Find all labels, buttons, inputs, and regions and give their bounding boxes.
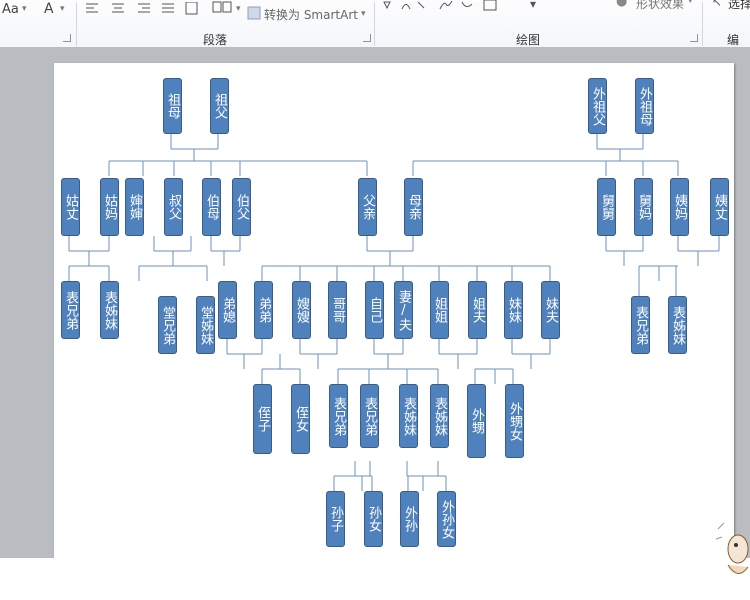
- dialog-launcher-icon[interactable]: [690, 34, 698, 42]
- cursor-icon: ↖: [712, 0, 723, 9]
- node-meifu[interactable]: 妹夫: [541, 281, 560, 339]
- node-maternal-grandfather[interactable]: 外祖父: [588, 78, 607, 134]
- node-tang-brothers[interactable]: 堂兄弟: [158, 296, 177, 354]
- node-bomu[interactable]: 伯母: [202, 178, 221, 236]
- select-button[interactable]: 选择: [728, 0, 750, 11]
- shape-effects-button[interactable]: 形状效果: [636, 0, 685, 11]
- node-mother[interactable]: 母亲: [404, 178, 423, 236]
- node-waisunnv[interactable]: 外孙女: [437, 491, 456, 547]
- node-father[interactable]: 父亲: [358, 178, 377, 236]
- ribbon: Aa ▾ A ▾ ▾ 转换为 SmartArt ▾ 段落 ▾: [0, 0, 750, 64]
- node-jiefu[interactable]: 姐夫: [468, 281, 487, 339]
- chevron-down-icon[interactable]: ▾: [236, 4, 241, 14]
- dialog-launcher-icon[interactable]: [63, 34, 71, 42]
- drawing-group-label: 绘图: [516, 33, 541, 47]
- group-separator: [702, 2, 703, 46]
- node-yima[interactable]: 姨妈: [670, 178, 689, 236]
- node-nephew[interactable]: 侄子: [253, 384, 272, 454]
- node-waishengnv[interactable]: 外甥女: [505, 384, 524, 458]
- node-shufu[interactable]: 叔父: [164, 178, 183, 236]
- chevron-down-icon[interactable]: ▾: [688, 0, 693, 6]
- node-jiejie[interactable]: 姐姐: [430, 281, 449, 339]
- connector-lines: [68, 134, 720, 491]
- chevron-down-icon[interactable]: ▾: [361, 9, 366, 19]
- paragraph-group-label: 段落: [203, 33, 228, 47]
- node-didi[interactable]: 弟弟: [254, 281, 273, 339]
- node-cousin-male-right[interactable]: 表兄弟: [631, 296, 650, 354]
- node-yizhang[interactable]: 姨丈: [710, 178, 729, 236]
- node-saosao[interactable]: 嫂嫂: [292, 281, 311, 339]
- columns-icon[interactable]: [212, 1, 234, 15]
- align-icons[interactable]: [86, 2, 206, 16]
- node-waisheng[interactable]: 外甥: [467, 384, 486, 458]
- chevron-down-icon[interactable]: ▾: [22, 4, 27, 14]
- node-cousin-male-left[interactable]: 表兄弟: [61, 281, 80, 339]
- node-child-cousin-4[interactable]: 表姊妹: [430, 384, 449, 448]
- node-paternal-grandfather[interactable]: 祖父: [210, 78, 229, 134]
- node-child-cousin-1[interactable]: 表兄弟: [329, 384, 348, 448]
- node-jiuma[interactable]: 舅妈: [634, 178, 653, 236]
- node-bofu[interactable]: 伯父: [232, 178, 251, 236]
- node-cousin-female-right[interactable]: 表姊妹: [668, 296, 687, 354]
- node-niece[interactable]: 侄女: [291, 384, 310, 454]
- group-separator: [374, 2, 375, 46]
- mascot-icon: [715, 522, 749, 574]
- node-shenshen[interactable]: 婶婶: [125, 178, 144, 236]
- node-maternal-grandmother[interactable]: 外祖母: [635, 78, 654, 134]
- shape-effects-icon: ●: [616, 0, 628, 9]
- node-cousin-female-left[interactable]: 表姊妹: [100, 281, 119, 339]
- node-child-cousin-3[interactable]: 表姊妹: [399, 384, 418, 448]
- document-page[interactable]: 祖母 祖父 外祖父 外祖母 姑丈 姑妈 婶婶 叔父 伯母 伯父 父亲 母亲 舅舅…: [54, 63, 734, 558]
- shapes-gallery-icon[interactable]: [380, 0, 520, 14]
- node-meimei[interactable]: 妹妹: [504, 281, 523, 339]
- node-dixi[interactable]: 弟媳: [218, 281, 237, 339]
- node-waisun[interactable]: 外孙: [400, 491, 419, 547]
- chevron-down-icon[interactable]: ▾: [60, 4, 65, 14]
- smartart-icon: [247, 6, 261, 20]
- node-guzhang[interactable]: 姑丈: [61, 178, 80, 236]
- node-self[interactable]: 自己: [365, 281, 384, 339]
- node-gege[interactable]: 哥哥: [328, 281, 347, 339]
- node-paternal-grandmother[interactable]: 祖母: [163, 78, 182, 134]
- node-child-cousin-2[interactable]: 表兄弟: [360, 384, 379, 448]
- convert-smartart-button[interactable]: 转换为 SmartArt: [264, 8, 358, 22]
- change-case-button[interactable]: Aa: [2, 2, 19, 17]
- node-spouse[interactable]: 妻/夫: [394, 281, 413, 339]
- node-sunzi[interactable]: 孙子: [326, 491, 345, 547]
- bottom-strip: [0, 558, 750, 600]
- arrange-button[interactable]: ▾: [530, 0, 537, 11]
- group-separator: [76, 2, 77, 46]
- node-guma[interactable]: 姑妈: [100, 178, 119, 236]
- node-sunnv[interactable]: 孙女: [364, 491, 383, 547]
- node-jiujiu[interactable]: 舅舅: [597, 178, 616, 236]
- font-color-button[interactable]: A: [44, 1, 54, 17]
- dialog-launcher-icon[interactable]: [363, 34, 371, 42]
- node-tang-sisters[interactable]: 堂姊妹: [196, 296, 215, 354]
